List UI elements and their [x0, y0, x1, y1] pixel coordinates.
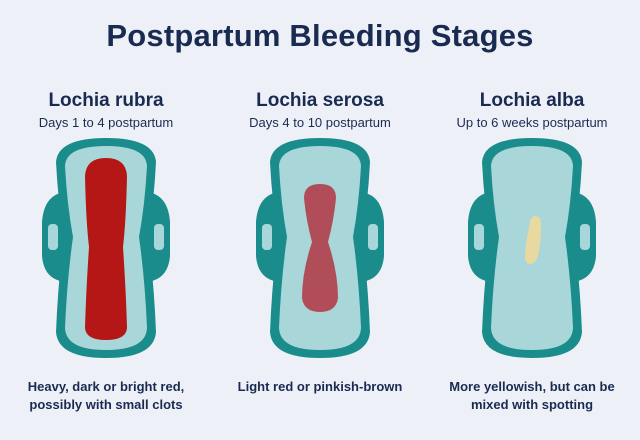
pad-icon [36, 132, 176, 362]
stain-light [525, 216, 542, 264]
pad-icon [462, 132, 602, 362]
stage-lochia-serosa: Lochia serosa Days 4 to 10 postpartum Li… [220, 88, 420, 428]
description-line: More yellowish, but can be [449, 379, 615, 394]
page-title: Postpartum Bleeding Stages [106, 18, 534, 53]
stain-heavy [85, 158, 127, 340]
stage-name: Lochia serosa [256, 90, 384, 111]
stage-days: Days 1 to 4 postpartum [38, 115, 174, 130]
stage-days: Up to 6 weeks postpartum [456, 115, 608, 130]
description-line: possibly with small clots [29, 397, 183, 412]
stain-medium [302, 184, 338, 312]
description-line: mixed with spotting [470, 397, 594, 412]
stage-name: Lochia rubra [48, 90, 164, 111]
pad-icon [250, 132, 390, 362]
stage-description: Heavy, dark or bright red, possibly with… [0, 378, 212, 414]
stage-description: More yellowish, but can be mixed with sp… [426, 378, 638, 414]
stage-name: Lochia alba [479, 90, 585, 111]
description-line: Light red or pinkish-brown [237, 379, 403, 394]
stage-lochia-rubra: Lochia rubra Days 1 to 4 postpartum Heav… [6, 88, 206, 428]
description-line: Heavy, dark or bright red, [27, 379, 185, 394]
stage-description: Light red or pinkish-brown [214, 378, 426, 396]
stage-days: Days 4 to 10 postpartum [249, 115, 391, 130]
stage-lochia-alba: Lochia alba Up to 6 weeks postpartum Mor… [432, 88, 632, 428]
